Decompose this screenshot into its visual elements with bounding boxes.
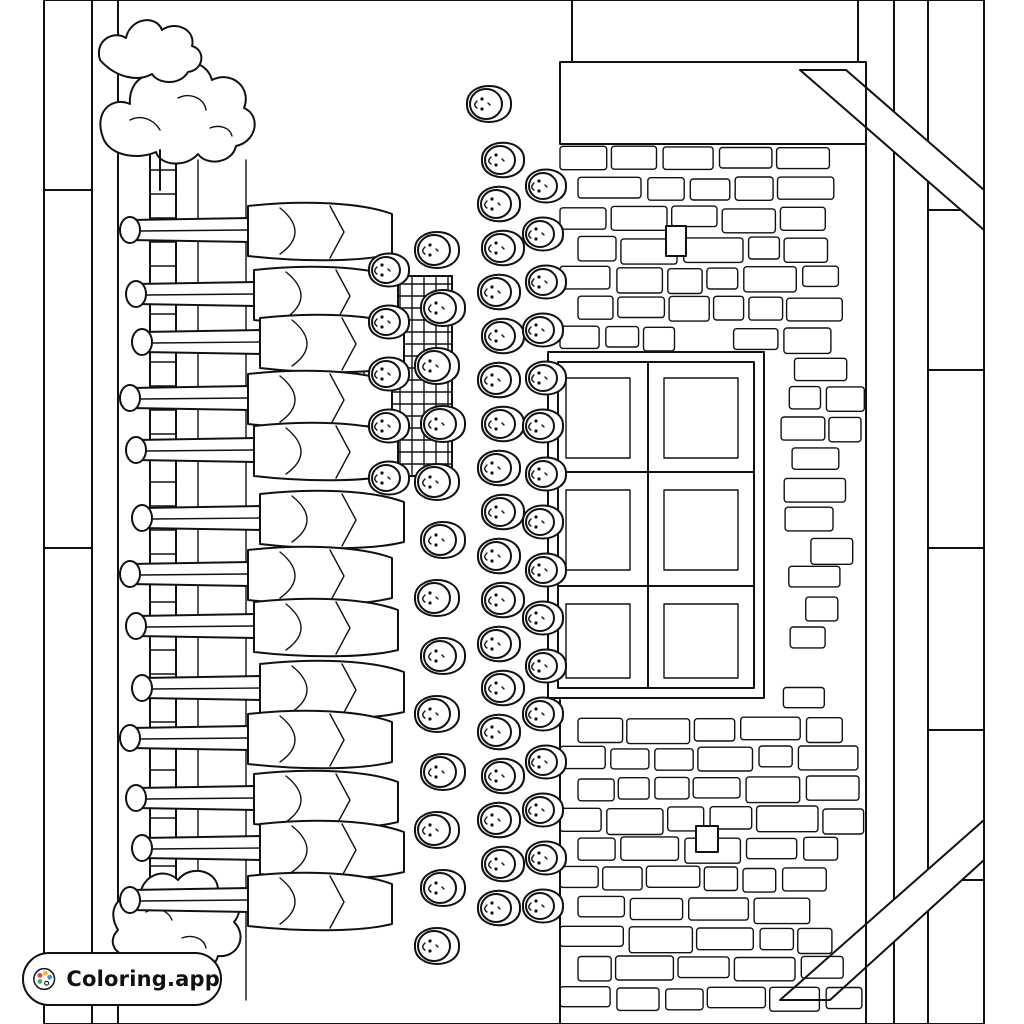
person-face bbox=[523, 794, 563, 827]
window bbox=[548, 352, 764, 698]
person-face bbox=[415, 696, 459, 732]
person-face bbox=[523, 410, 563, 443]
person-face bbox=[415, 580, 459, 616]
standing-person bbox=[126, 423, 398, 481]
tree-top bbox=[99, 20, 255, 190]
person-face bbox=[478, 891, 520, 926]
person-face bbox=[523, 698, 563, 731]
standing-person bbox=[120, 873, 392, 931]
person-face bbox=[369, 358, 409, 391]
person-face bbox=[526, 842, 566, 875]
person-face bbox=[526, 458, 566, 491]
person-face bbox=[421, 522, 465, 558]
standing-person bbox=[126, 599, 398, 657]
person-face bbox=[482, 319, 524, 354]
person-face bbox=[523, 602, 563, 635]
wall-lamp bbox=[666, 226, 686, 256]
person-face bbox=[369, 254, 409, 287]
coloring-app-watermark[interactable]: Coloring.app bbox=[22, 952, 222, 1006]
person-face bbox=[526, 170, 566, 203]
palette-icon bbox=[33, 967, 56, 991]
person-face bbox=[478, 715, 520, 750]
person-face bbox=[421, 754, 465, 790]
person-face bbox=[421, 290, 465, 326]
window-frame-top bbox=[560, 62, 866, 144]
person-face bbox=[478, 539, 520, 574]
person-face bbox=[415, 464, 459, 500]
person-face bbox=[478, 803, 520, 838]
person-face bbox=[526, 266, 566, 299]
person-face bbox=[369, 410, 409, 443]
person-face bbox=[526, 650, 566, 683]
standing-person bbox=[120, 711, 392, 769]
person-face bbox=[523, 314, 563, 347]
person-face bbox=[478, 363, 520, 398]
person-face bbox=[482, 495, 524, 530]
person-face bbox=[526, 554, 566, 587]
standing-person bbox=[120, 203, 392, 261]
group-faces bbox=[369, 86, 566, 964]
standing-person bbox=[132, 491, 404, 549]
person-face bbox=[415, 232, 459, 268]
person-face bbox=[482, 583, 524, 618]
person-face bbox=[482, 143, 524, 178]
person-face bbox=[482, 407, 524, 442]
standing-person bbox=[132, 661, 404, 719]
person-face bbox=[482, 671, 524, 706]
person-face bbox=[482, 231, 524, 266]
signboard bbox=[572, 0, 858, 62]
person-face bbox=[523, 506, 563, 539]
roof-beams bbox=[780, 70, 984, 1000]
person-face bbox=[526, 362, 566, 395]
person-face bbox=[478, 451, 520, 486]
person-face bbox=[526, 746, 566, 779]
person-face bbox=[478, 187, 520, 222]
person-face bbox=[369, 306, 409, 339]
person-face bbox=[421, 870, 465, 906]
person-face bbox=[415, 928, 459, 964]
person-face bbox=[478, 275, 520, 310]
standing-people bbox=[120, 203, 404, 931]
person-face bbox=[523, 890, 563, 923]
person-face bbox=[415, 812, 459, 848]
person-face bbox=[482, 759, 524, 794]
standing-person bbox=[132, 315, 404, 373]
standing-person bbox=[126, 771, 398, 829]
wall-plaque bbox=[696, 826, 718, 852]
standing-person bbox=[120, 371, 392, 429]
person-face bbox=[523, 218, 563, 251]
person-face bbox=[415, 348, 459, 384]
person-face bbox=[482, 847, 524, 882]
person-face bbox=[421, 406, 465, 442]
person-face bbox=[467, 86, 511, 122]
person-face bbox=[369, 462, 409, 495]
brand-label: Coloring.app bbox=[66, 967, 220, 991]
person-face bbox=[478, 627, 520, 662]
person-face bbox=[421, 638, 465, 674]
standing-person bbox=[132, 821, 404, 879]
standing-person bbox=[120, 547, 392, 605]
